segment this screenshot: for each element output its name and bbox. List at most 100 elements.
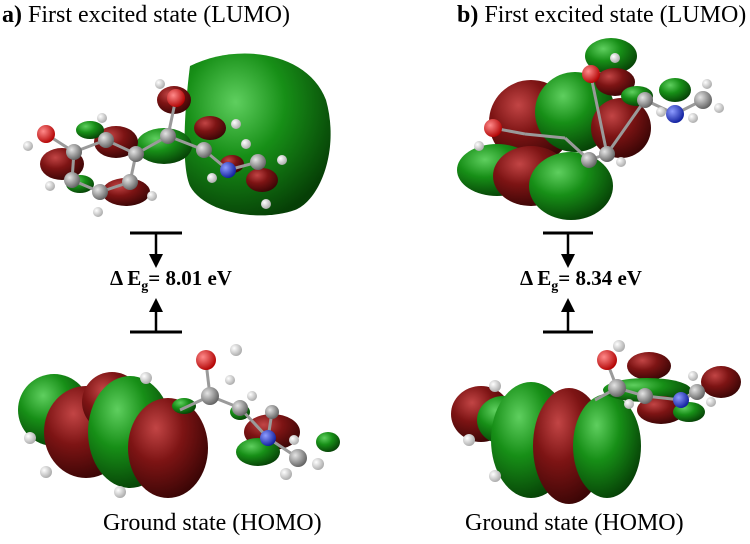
- hydrogen-atom: [93, 207, 103, 217]
- hydrogen-atom: [289, 435, 299, 445]
- carbon-atom: [128, 146, 144, 162]
- homo-orbital-b: [451, 352, 741, 504]
- hydrogen-atom: [463, 434, 475, 446]
- homo-red-lobe: [128, 398, 208, 498]
- nitrogen-atom: [260, 430, 276, 446]
- homo-atoms-a: [24, 344, 324, 498]
- carbon-atom: [122, 174, 138, 190]
- homo-title: Ground state (HOMO): [465, 510, 684, 536]
- hydrogen-atom: [40, 466, 52, 478]
- hydrogen-atom: [688, 113, 698, 123]
- up-arrow-head: [561, 298, 575, 312]
- carbon-atom: [581, 152, 597, 168]
- carbon-atom: [201, 387, 219, 405]
- hydrogen-atom: [241, 139, 251, 149]
- hydrogen-atom: [97, 113, 107, 123]
- lumo-red-lobe: [595, 68, 635, 96]
- hydrogen-atom: [656, 107, 666, 117]
- oxygen-atom: [597, 350, 617, 370]
- lumo-title: a) First excited state (LUMO): [2, 2, 290, 28]
- lumo-red-lobe: [194, 116, 226, 140]
- hydrogen-atom: [280, 468, 292, 480]
- nitrogen-atom: [673, 392, 689, 408]
- carbon-atom: [196, 142, 212, 158]
- hydrogen-atom: [613, 340, 625, 352]
- carbon-atom: [608, 379, 626, 397]
- hydrogen-atom: [616, 157, 626, 167]
- oxygen-atom: [167, 89, 185, 107]
- lumo-large-green-lobe: [184, 53, 331, 216]
- hydrogen-atom: [45, 181, 55, 191]
- homo-green-lobe: [573, 394, 641, 498]
- oxygen-atom: [582, 65, 600, 83]
- carbon-atom: [232, 400, 248, 416]
- energy-gap-diagram-b: [543, 231, 593, 334]
- down-arrow-head: [149, 254, 163, 268]
- hydrogen-atom: [261, 199, 271, 209]
- panel-a-figure: [18, 53, 340, 498]
- carbon-atom: [265, 405, 279, 419]
- hydrogen-atom: [114, 486, 126, 498]
- nitrogen-atom: [666, 105, 684, 123]
- homo-red-lobe: [627, 352, 671, 380]
- lumo-orbital-a: [40, 53, 331, 216]
- carbon-atom: [637, 388, 653, 404]
- lumo-red-lobe: [102, 178, 150, 206]
- panel-b-figure: [451, 38, 741, 504]
- hydrogen-atom: [147, 191, 157, 201]
- carbon-atom: [64, 172, 80, 188]
- lumo-title: b) First excited state (LUMO): [457, 2, 747, 28]
- oxygen-atom: [196, 350, 216, 370]
- lumo-green-lobe: [529, 152, 613, 220]
- hydrogen-atom: [312, 458, 324, 470]
- carbon-atom: [689, 384, 705, 400]
- lumo-green-lobe: [76, 121, 104, 139]
- energy-gap-label: Δ Eg= 8.34 eV: [520, 266, 642, 295]
- nitrogen-atom: [220, 162, 236, 178]
- hydrogen-atom: [225, 375, 235, 385]
- homo-title: Ground state (HOMO): [103, 510, 322, 536]
- hydrogen-atom: [247, 391, 257, 401]
- hydrogen-atom: [231, 119, 241, 129]
- carbon-atom: [98, 132, 114, 148]
- hydrogen-atom: [714, 103, 724, 113]
- hydrogen-atom: [702, 79, 712, 89]
- hydrogen-atom: [230, 344, 242, 356]
- lumo-orbital-b: [457, 38, 691, 220]
- carbon-atom: [289, 449, 307, 467]
- lumo-green-bridge-lobe: [136, 128, 192, 164]
- hydrogen-atom: [688, 371, 698, 381]
- hydrogen-atom: [474, 141, 484, 151]
- carbon-atom: [160, 128, 176, 144]
- homo-red-lobe: [701, 366, 741, 398]
- carbon-atom: [250, 154, 266, 170]
- carbon-atom: [599, 146, 615, 162]
- panel-a: a) First excited state (LUMO) Δ Eg= 8.01…: [2, 2, 340, 536]
- carbon-atom: [694, 91, 712, 109]
- energy-gap-label: Δ Eg= 8.01 eV: [110, 266, 232, 295]
- hydrogen-atom: [24, 432, 36, 444]
- homo-green-lobe: [172, 398, 196, 414]
- down-arrow-head: [561, 254, 575, 268]
- hydrogen-atom: [489, 470, 501, 482]
- hydrogen-atom: [207, 173, 217, 183]
- panel-b: b) First excited state (LUMO) Δ Eg= 8.34…: [375, 0, 750, 544]
- homo-green-lobe: [316, 432, 340, 452]
- lumo-atoms-a: [23, 79, 287, 217]
- hydrogen-atom: [624, 399, 634, 409]
- lumo-atoms-b: [474, 53, 724, 168]
- homo-atoms-b: [463, 340, 716, 482]
- energy-gap-diagram-a: [130, 231, 182, 334]
- oxygen-atom: [484, 119, 502, 137]
- oxygen-atom: [37, 125, 55, 143]
- up-arrow-head: [149, 298, 163, 312]
- carbon-atom: [92, 184, 108, 200]
- lumo-red-lobe: [246, 168, 278, 192]
- carbon-atom: [66, 144, 82, 160]
- hydrogen-atom: [277, 155, 287, 165]
- homo-red-lobe: [637, 396, 685, 424]
- lumo-green-lobe: [659, 78, 691, 102]
- carbon-atom: [637, 92, 653, 108]
- hydrogen-atom: [610, 53, 620, 63]
- hydrogen-atom: [23, 141, 33, 151]
